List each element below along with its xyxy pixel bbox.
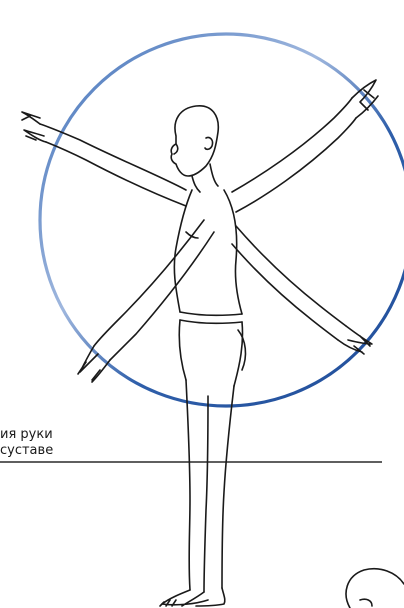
range-of-motion-circle	[40, 34, 404, 406]
lower-arm-left	[94, 220, 204, 346]
inner-leg	[204, 396, 208, 592]
human-figure	[22, 80, 404, 608]
caption: ия руки суставе	[0, 427, 160, 459]
feet	[162, 588, 225, 606]
hip	[179, 320, 242, 386]
caption-line-2: суставе	[0, 443, 160, 459]
caption-line-1: ия руки	[0, 427, 160, 443]
waistband	[180, 312, 242, 323]
lower-arm-left-under	[110, 232, 214, 360]
hand-upper-left	[22, 112, 46, 142]
neck	[192, 164, 218, 192]
upper-arm-right-under	[236, 118, 356, 212]
leg-front	[186, 380, 190, 590]
second-head-partial	[346, 569, 404, 608]
torso-front	[174, 190, 192, 312]
lower-arm-right-under	[232, 244, 338, 340]
head	[171, 106, 218, 176]
lower-arm-right	[236, 226, 346, 326]
upper-arm-right	[232, 98, 352, 192]
leg-back	[222, 386, 234, 588]
hand-lower-right	[338, 326, 372, 354]
upper-arm-left-under	[46, 142, 186, 206]
ear	[205, 137, 213, 149]
